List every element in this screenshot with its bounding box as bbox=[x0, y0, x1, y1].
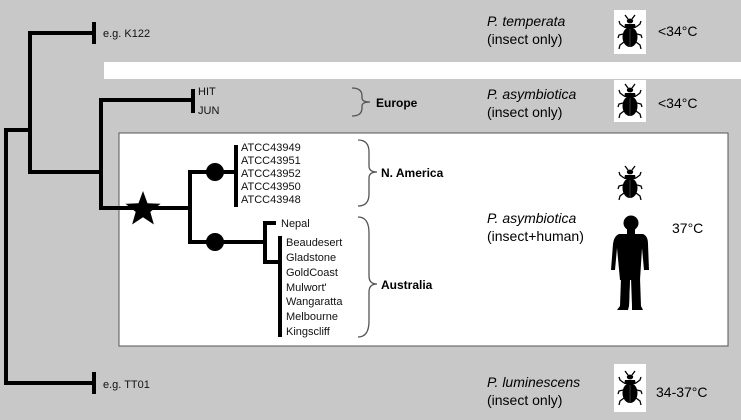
species-name-temperata: P. temperata bbox=[487, 13, 566, 29]
bracket-north-america bbox=[357, 139, 378, 207]
node-dot-australia bbox=[206, 233, 224, 251]
node-dot-north-america bbox=[206, 163, 224, 181]
species-host-asym-clinical: (insect+human) bbox=[487, 228, 584, 244]
species-host-asym-europe: (insect only) bbox=[487, 104, 562, 120]
leaf-label-tt01: e.g. TT01 bbox=[103, 379, 150, 391]
leaf-label-mulwort: Mulwort' bbox=[286, 282, 327, 294]
region-label-north-america: N. America bbox=[381, 166, 444, 180]
species-name-luminescens: P. luminescens bbox=[487, 374, 580, 390]
leaf-label-atcc43950: ATCC43950 bbox=[241, 181, 301, 193]
leaf-label-wangaratta: Wangaratta bbox=[286, 296, 343, 308]
temperature-asym-europe: <34°C bbox=[658, 95, 697, 111]
tree-terminal-ticks bbox=[92, 22, 282, 394]
temperature-asym-clinical: 37°C bbox=[672, 220, 703, 236]
leaf-label-hit: HIT bbox=[198, 86, 216, 98]
region-label-europe: Europe bbox=[376, 96, 418, 110]
phylogenetic-tree bbox=[4, 31, 280, 385]
species-host-temperata: (insect only) bbox=[487, 31, 562, 47]
band-left-column bbox=[0, 0, 104, 420]
temperature-temperata: <34°C bbox=[658, 23, 697, 39]
region-label-australia: Australia bbox=[381, 278, 433, 292]
leaf-label-atcc43948: ATCC43948 bbox=[241, 194, 301, 206]
bracket-australia bbox=[357, 216, 378, 338]
leaf-label-melbourne: Melbourne bbox=[286, 311, 338, 323]
human-silhouette-icon bbox=[611, 215, 649, 310]
species-host-luminescens: (insect only) bbox=[487, 392, 562, 408]
star-marker bbox=[125, 191, 161, 225]
species-name-asym-clinical: P. asymbiotica bbox=[487, 210, 576, 226]
species-name-asym-europe: P. asymbiotica bbox=[487, 86, 576, 102]
leaf-label-atcc43951: ATCC43951 bbox=[241, 155, 301, 167]
leaf-label-beaudesert: Beaudesert bbox=[286, 237, 342, 249]
leaf-label-goldcoast: GoldCoast bbox=[286, 267, 338, 279]
leaf-label-gladstone: Gladstone bbox=[286, 252, 336, 264]
leaf-label-kingscliff: Kingscliff bbox=[286, 326, 331, 338]
leaf-label-atcc43949: ATCC43949 bbox=[241, 142, 301, 154]
leaf-label-jun: JUN bbox=[198, 105, 219, 117]
bracket-europe bbox=[351, 87, 371, 117]
leaf-label-atcc43952: ATCC43952 bbox=[241, 168, 301, 180]
leaf-label-k122: e.g. K122 bbox=[103, 28, 150, 40]
leaf-label-nepal: Nepal bbox=[281, 218, 310, 230]
temperature-luminescens: 34-37°C bbox=[656, 384, 708, 400]
